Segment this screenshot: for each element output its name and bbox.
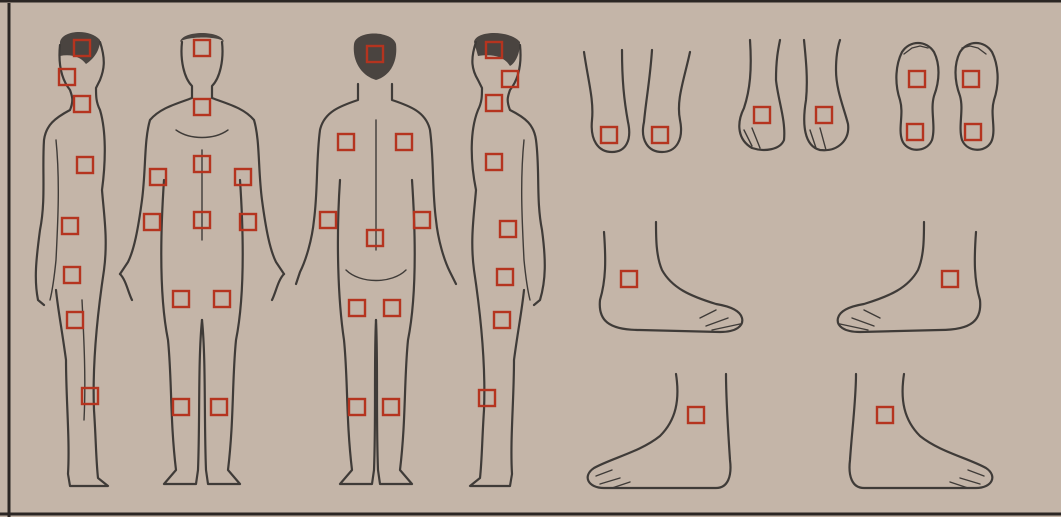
- body-map-diagram: [0, 0, 1061, 517]
- background: [0, 0, 1061, 517]
- body-map-canvas: [0, 0, 1061, 517]
